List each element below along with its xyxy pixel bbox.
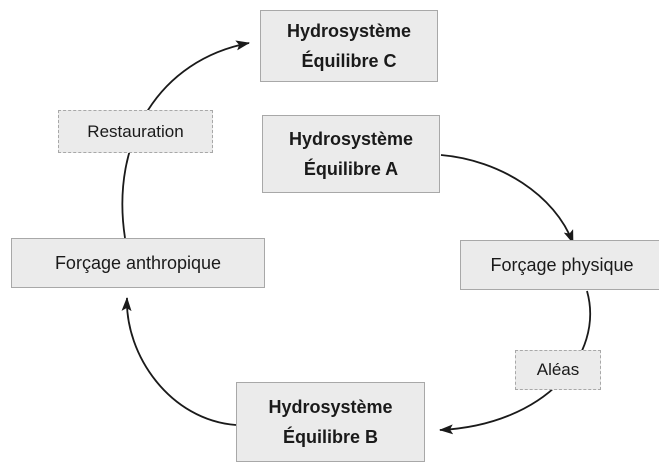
label-aleas: Aléas (515, 350, 601, 390)
node-b-line2: Équilibre B (282, 427, 378, 447)
node-a-line1: Hydrosystème (288, 129, 414, 149)
node-forcage-anthropique: Forçage anthropique (11, 238, 265, 288)
node-equilibre-b: Hydrosystème Équilibre B (236, 382, 425, 462)
node-a-line2: Équilibre A (303, 159, 399, 179)
node-c-line2: Équilibre C (301, 51, 397, 71)
node-anthropique-label: Forçage anthropique (54, 252, 222, 273)
label-restauration: Restauration (58, 110, 213, 153)
restauration-text: Restauration (87, 121, 184, 141)
arrow-a-to-physique (440, 154, 574, 244)
aleas-text: Aléas (536, 360, 580, 379)
node-equilibre-c: Hydrosystème Équilibre C (260, 10, 438, 82)
node-equilibre-a: Hydrosystème Équilibre A (262, 115, 440, 193)
node-forcage-physique: Forçage physique (460, 240, 659, 290)
node-c-line1: Hydrosystème (286, 21, 412, 41)
arrow-b-to-anthropique (121, 297, 237, 426)
node-b-line1: Hydrosystème (268, 397, 393, 417)
node-physique-label: Forçage physique (490, 254, 634, 275)
